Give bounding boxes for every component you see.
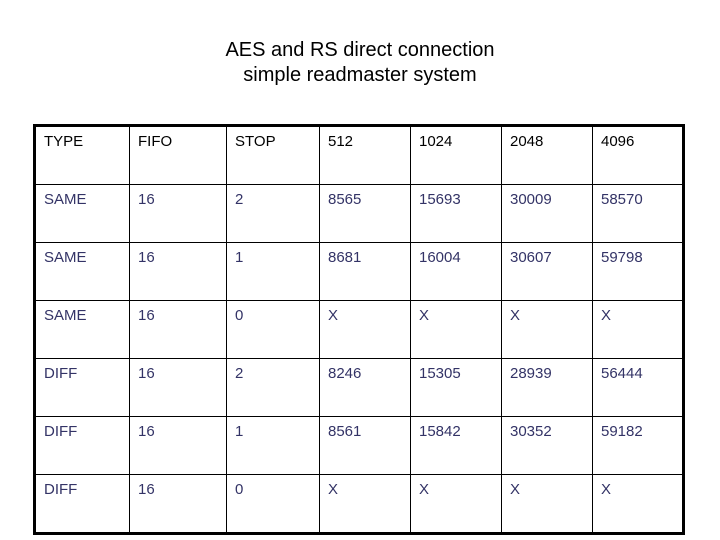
table-cell: 16	[129, 474, 227, 534]
table-cell: 16	[129, 416, 227, 475]
table-cell: 1	[226, 242, 320, 301]
column-header: 512	[319, 125, 411, 185]
table-cell: 8561	[319, 416, 411, 475]
table-cell: 16	[129, 300, 227, 359]
table-cell: 15842	[410, 416, 502, 475]
table-cell: 16	[129, 184, 227, 243]
column-header: FIFO	[129, 125, 227, 185]
table-cell: 56444	[592, 358, 684, 417]
table-cell: 16004	[410, 242, 502, 301]
table-cell: SAME	[34, 184, 130, 243]
column-header: 1024	[410, 125, 502, 185]
table-cell: 8565	[319, 184, 411, 243]
table-cell: 8681	[319, 242, 411, 301]
table-cell: 59182	[592, 416, 684, 475]
table-cell: SAME	[34, 300, 130, 359]
column-header: 2048	[501, 125, 593, 185]
table-cell: X	[410, 474, 502, 534]
table-cell: 16	[129, 242, 227, 301]
table-cell: X	[410, 300, 502, 359]
table-cell: 0	[226, 474, 320, 534]
column-header: TYPE	[34, 125, 130, 185]
table-cell: X	[592, 474, 684, 534]
table-cell: 30607	[501, 242, 593, 301]
column-header: 4096	[592, 125, 684, 185]
table-cell: 1	[226, 416, 320, 475]
table-cell: 58570	[592, 184, 684, 243]
table-cell: DIFF	[34, 416, 130, 475]
table-cell: 16	[129, 358, 227, 417]
table-cell: 28939	[501, 358, 593, 417]
table-cell: 15693	[410, 184, 502, 243]
page-title-line-2: simple readmaster system	[243, 64, 477, 86]
page-title: AES and RS direct connection simple read…	[0, 38, 720, 88]
table-cell: 2	[226, 358, 320, 417]
column-header: STOP	[226, 125, 320, 185]
table-cell: DIFF	[34, 474, 130, 534]
table-cell: 59798	[592, 242, 684, 301]
table-cell: 2	[226, 184, 320, 243]
table-cell: X	[501, 300, 593, 359]
table-cell: X	[592, 300, 684, 359]
table-cell: 30352	[501, 416, 593, 475]
table-cell: X	[319, 474, 411, 534]
table-cell: 8246	[319, 358, 411, 417]
table-cell: 15305	[410, 358, 502, 417]
table-cell: DIFF	[34, 358, 130, 417]
table-cell: X	[319, 300, 411, 359]
table-cell: 0	[226, 300, 320, 359]
table-cell: 30009	[501, 184, 593, 243]
table-cell: SAME	[34, 242, 130, 301]
table-cell: X	[501, 474, 593, 534]
page-title-line-1: AES and RS direct connection	[225, 39, 495, 61]
